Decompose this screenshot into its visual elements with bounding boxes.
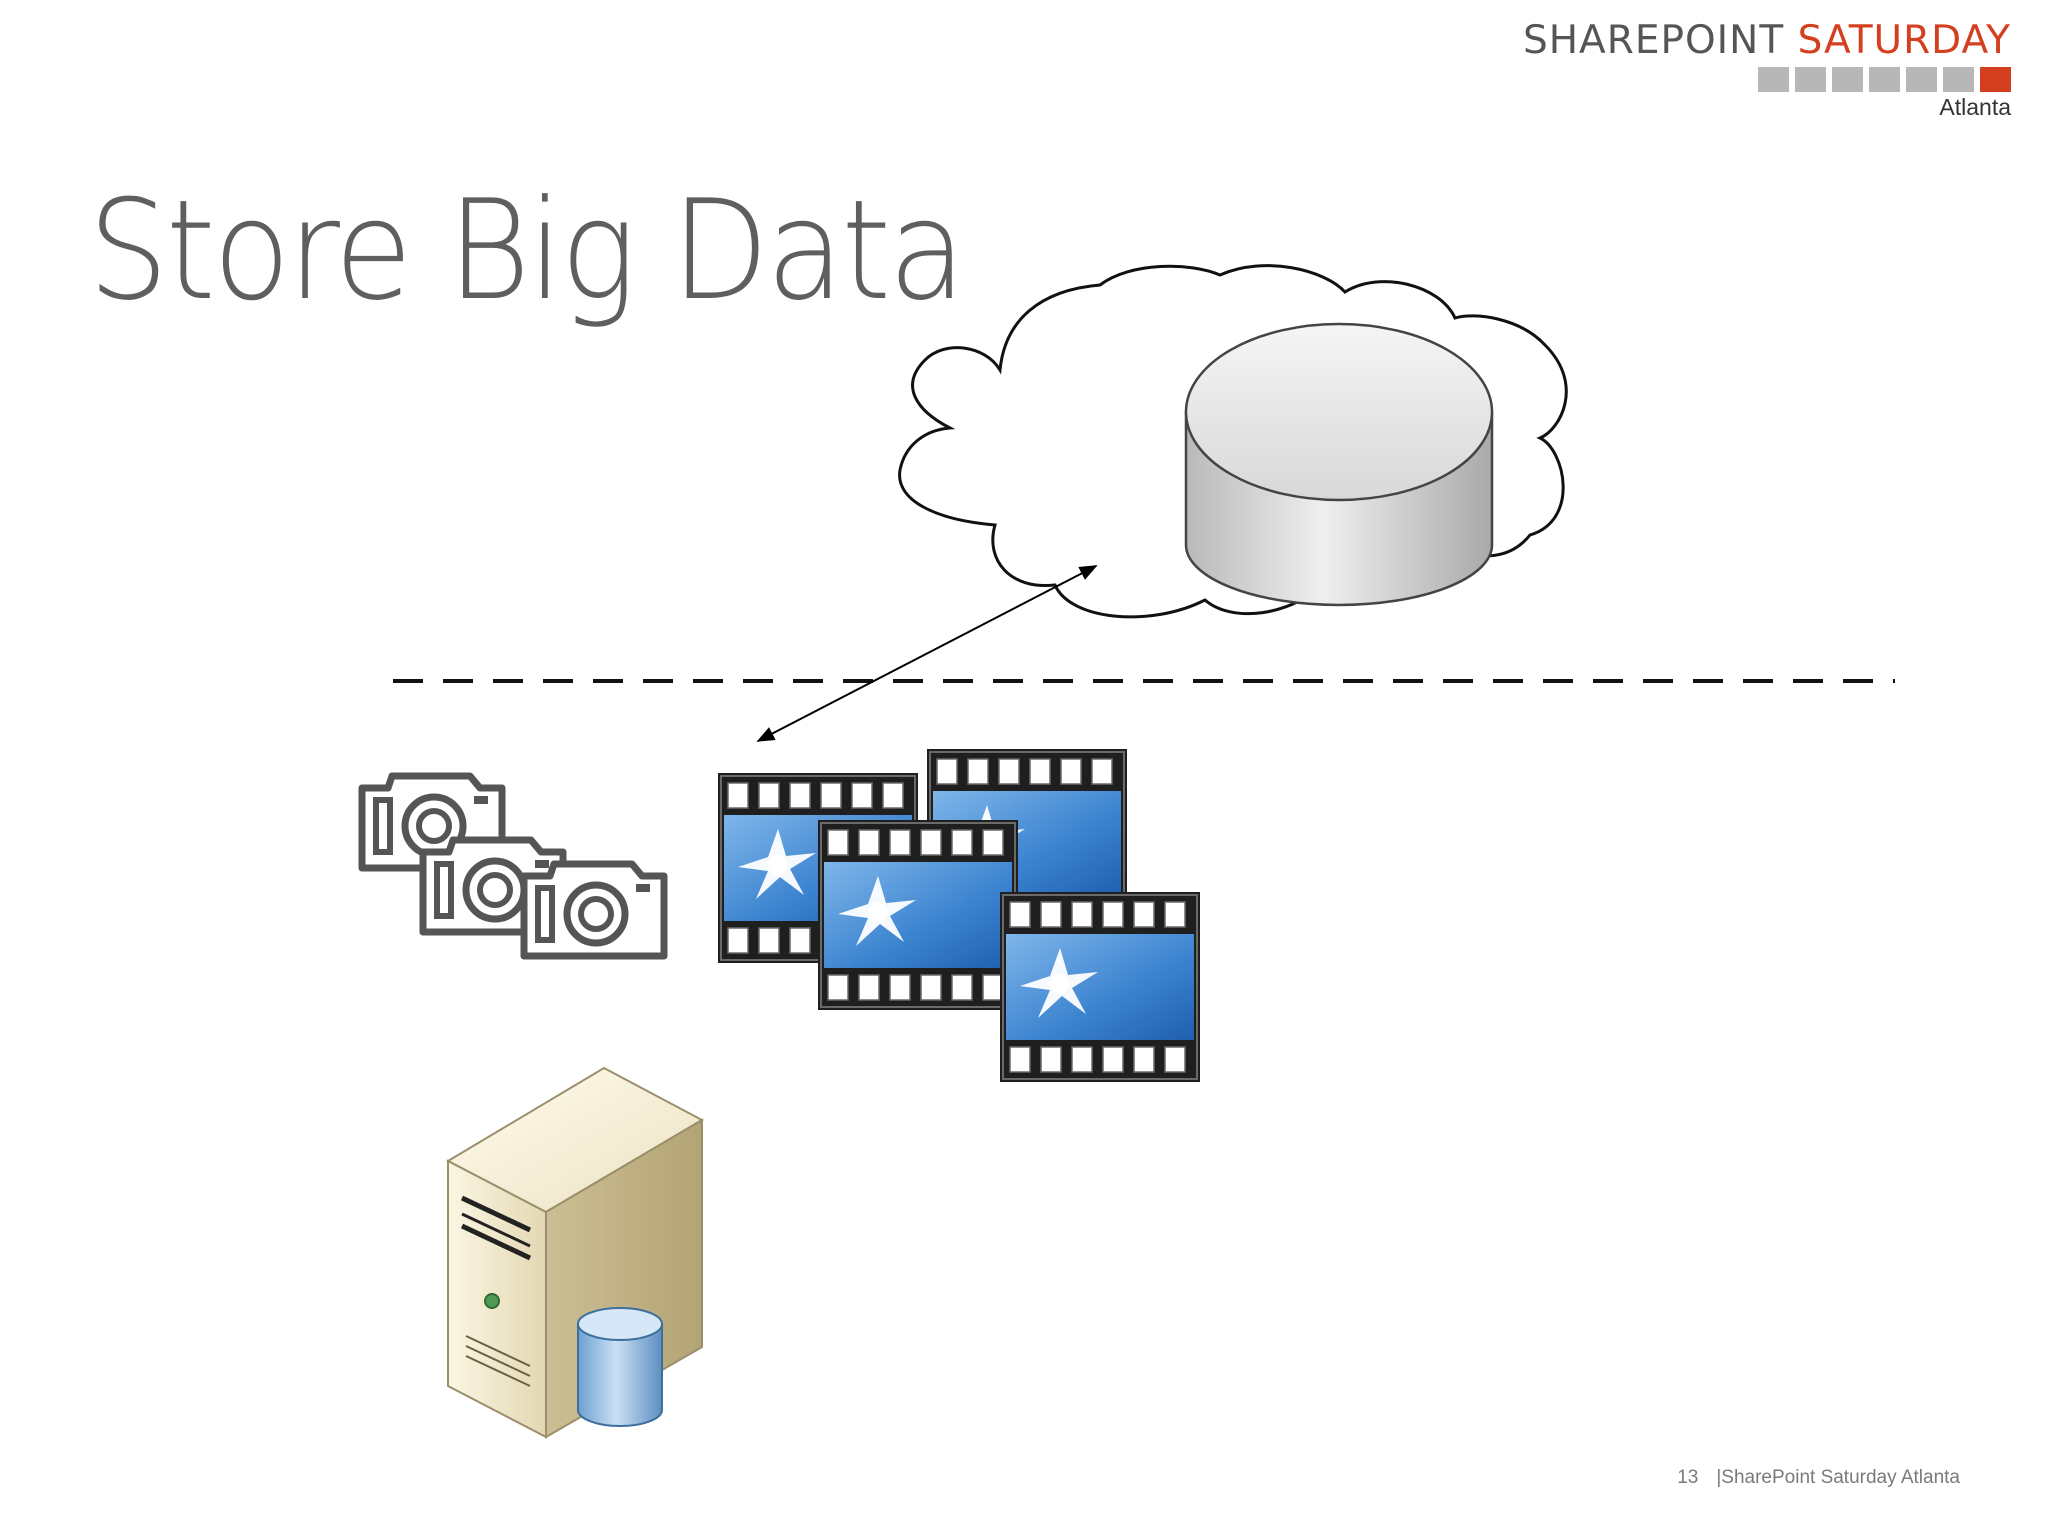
logo-square xyxy=(1943,67,1974,92)
videos xyxy=(717,748,1201,1083)
brand-logo: SHAREPOINT SATURDAY Atlanta xyxy=(1411,18,2011,121)
logo-square-accent xyxy=(1980,67,2011,92)
logo-word-saturday: SATURDAY xyxy=(1797,18,2011,63)
logo-squares xyxy=(1411,67,2011,92)
logo-square xyxy=(1869,67,1900,92)
cloud-storage xyxy=(898,264,1568,619)
server-icon xyxy=(445,1066,705,1439)
server xyxy=(445,1066,705,1439)
logo-wordmark: SHAREPOINT SATURDAY xyxy=(1411,18,2011,63)
logo-word-sharepoint: SHAREPOINT xyxy=(1522,18,1785,63)
photos xyxy=(362,776,664,956)
logo-square xyxy=(1906,67,1937,92)
logo-subtitle: Atlanta xyxy=(1939,94,2011,120)
bidirectional-arrow xyxy=(756,565,1098,742)
database-icon xyxy=(577,1307,663,1427)
page-number: 13 xyxy=(1677,1467,1699,1488)
slide-footer: 13 |SharePoint Saturday Atlanta xyxy=(1677,1467,1960,1489)
film-icon xyxy=(817,819,1019,1011)
logo-square xyxy=(1758,67,1789,92)
logo-square xyxy=(1832,67,1863,92)
camera-icon xyxy=(524,864,664,956)
slide-title: Store Big Data xyxy=(88,170,966,331)
footer-text: |SharePoint Saturday Atlanta xyxy=(1716,1467,1960,1488)
database-icon xyxy=(1184,322,1494,607)
film-icon xyxy=(999,891,1201,1083)
logo-square xyxy=(1795,67,1826,92)
